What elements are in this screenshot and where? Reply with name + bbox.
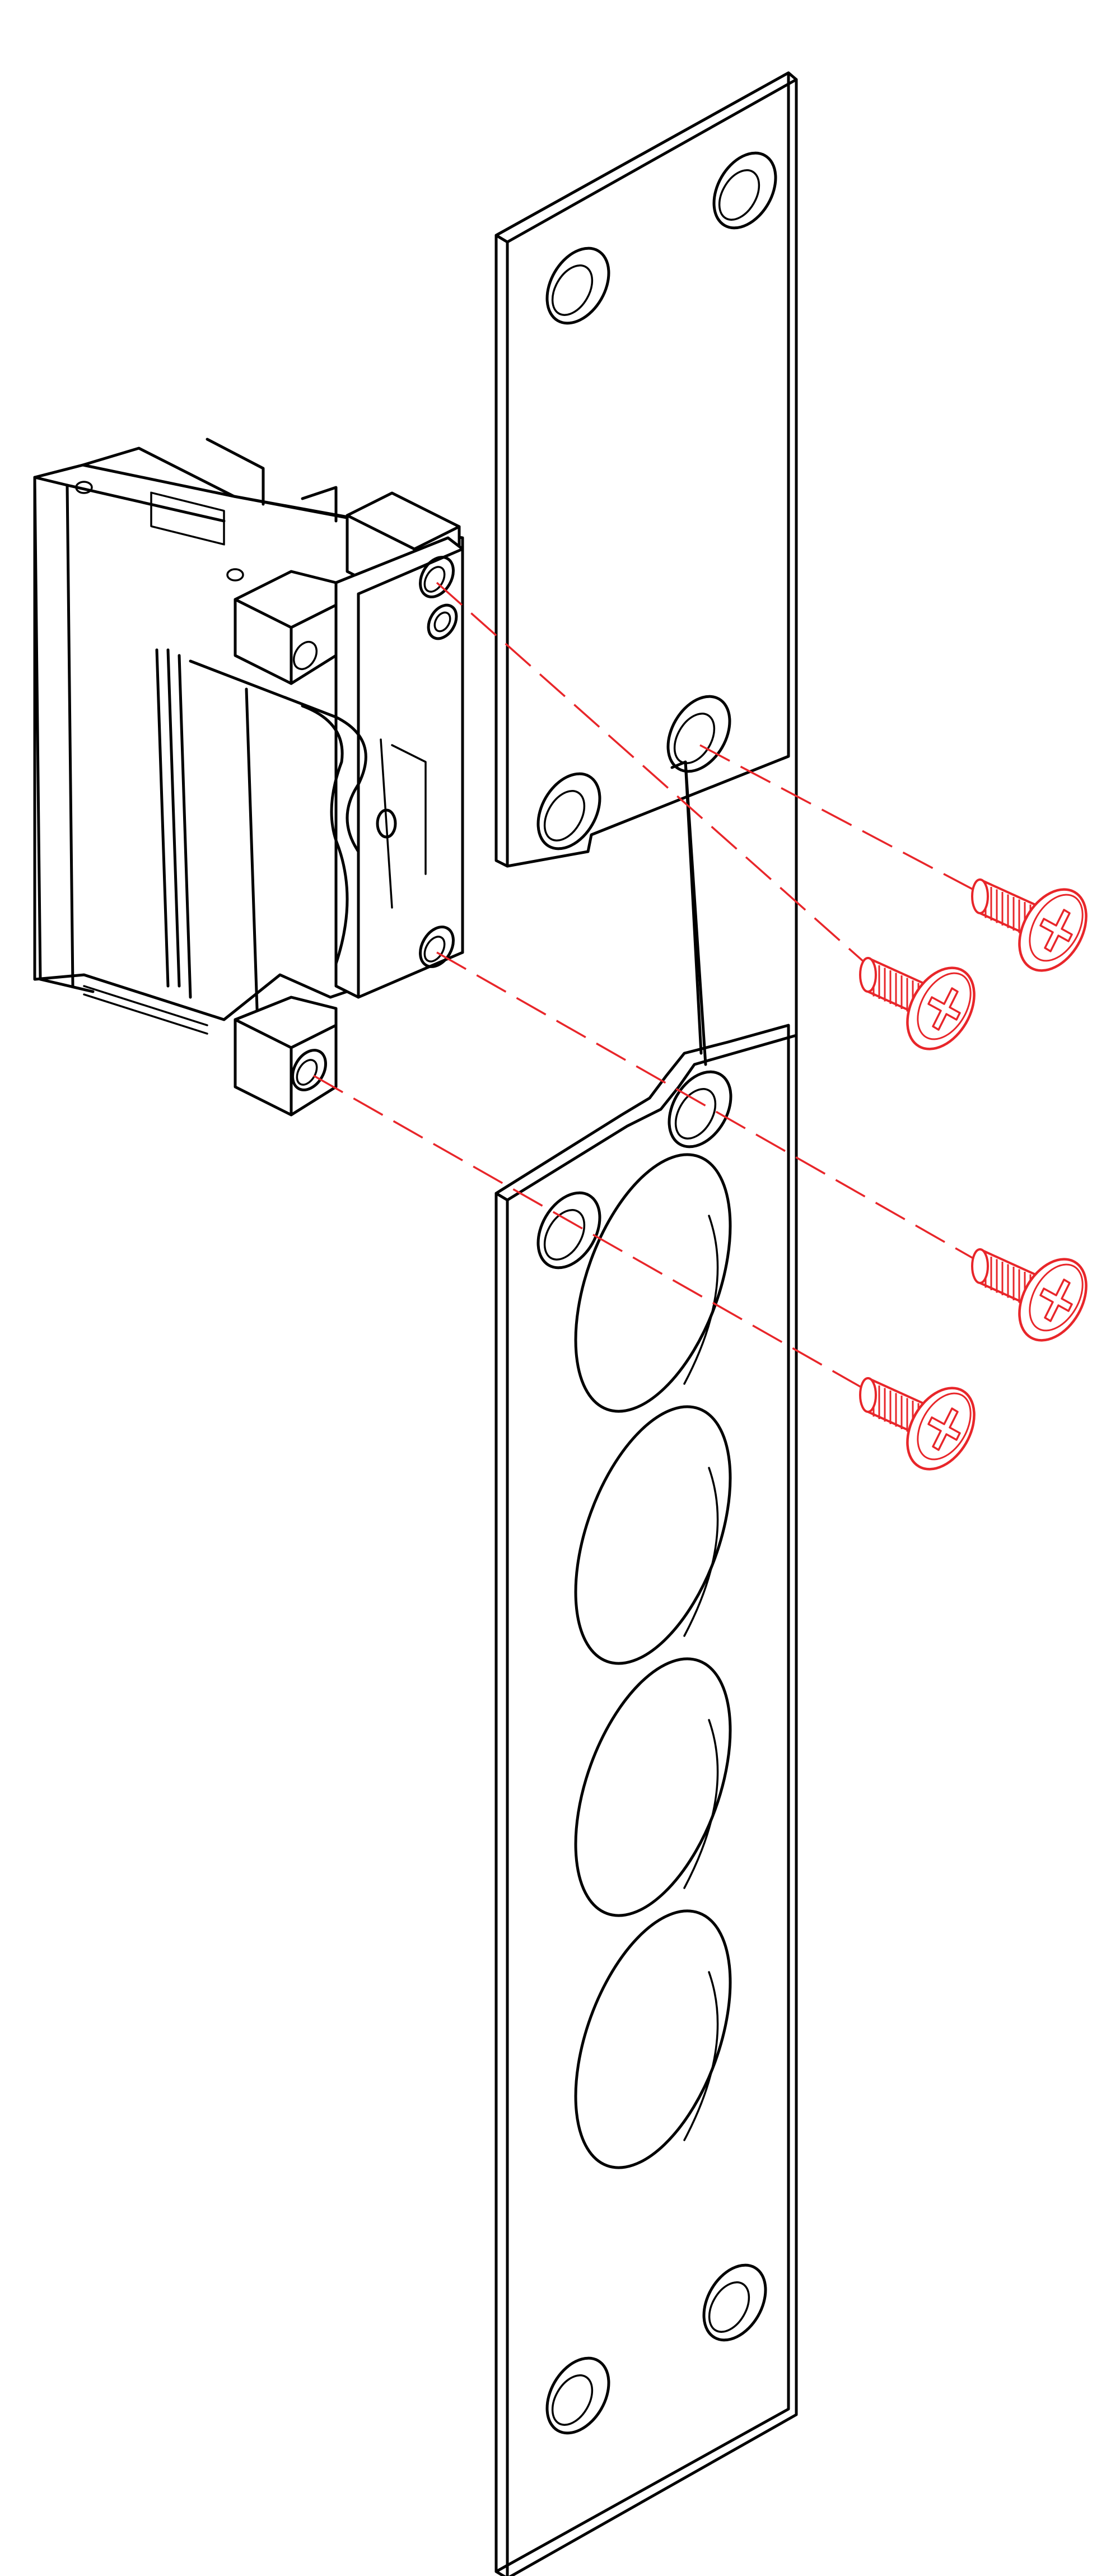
alignment-guide-3 <box>436 951 997 1273</box>
phillips-cross-icon <box>1039 909 1073 952</box>
screw-head-rim <box>1029 894 1084 962</box>
strike-mount-hole-lower <box>419 926 455 968</box>
alignment-guide-1 <box>699 744 997 903</box>
faceplate-hole-top-left <box>545 247 610 325</box>
faceplate-hole-neck-right <box>668 1070 732 1148</box>
screw-tip <box>971 878 989 914</box>
screw-head-rim <box>1029 1263 1084 1332</box>
faceplate-cutout-4 <box>574 1909 732 2169</box>
screw-2 <box>859 957 976 1050</box>
strike-body <box>33 438 464 1117</box>
screw-tip <box>859 957 877 993</box>
faceplate-cutout-3 <box>574 1657 732 1917</box>
faceplate-hole-mid-left <box>536 772 601 850</box>
screw-head-rim <box>917 1392 972 1461</box>
alignment-guide-4 <box>313 1075 885 1402</box>
screw-head-rim <box>917 972 972 1040</box>
strike-mount-hole-mid <box>427 603 458 640</box>
faceplate-hole-bottom-right <box>702 2263 767 2342</box>
phillips-cross-icon <box>927 987 961 1031</box>
screw-set <box>859 878 1088 1471</box>
alignment-guide-2 <box>436 582 886 982</box>
screw-4 <box>859 1377 976 1471</box>
screw-tip <box>859 1377 877 1413</box>
strike-mount-hole-top <box>419 556 455 598</box>
faceplate-hole-lower-left <box>536 1191 601 1270</box>
phillips-cross-icon <box>1039 1278 1073 1322</box>
faceplate-hole-top-right <box>712 151 777 230</box>
alignment-guides <box>313 582 997 1402</box>
phillips-cross-icon <box>927 1407 961 1451</box>
screw-1 <box>971 878 1088 972</box>
screw-3 <box>971 1248 1088 1342</box>
faceplate-cutout-2 <box>574 1405 732 1665</box>
faceplate-cutout-1 <box>574 1153 732 1413</box>
screw-tip <box>971 1248 989 1284</box>
faceplate-hole-mid-right <box>666 695 731 773</box>
faceplate <box>494 71 798 2576</box>
faceplate-hole-bottom-left <box>545 2356 610 2435</box>
